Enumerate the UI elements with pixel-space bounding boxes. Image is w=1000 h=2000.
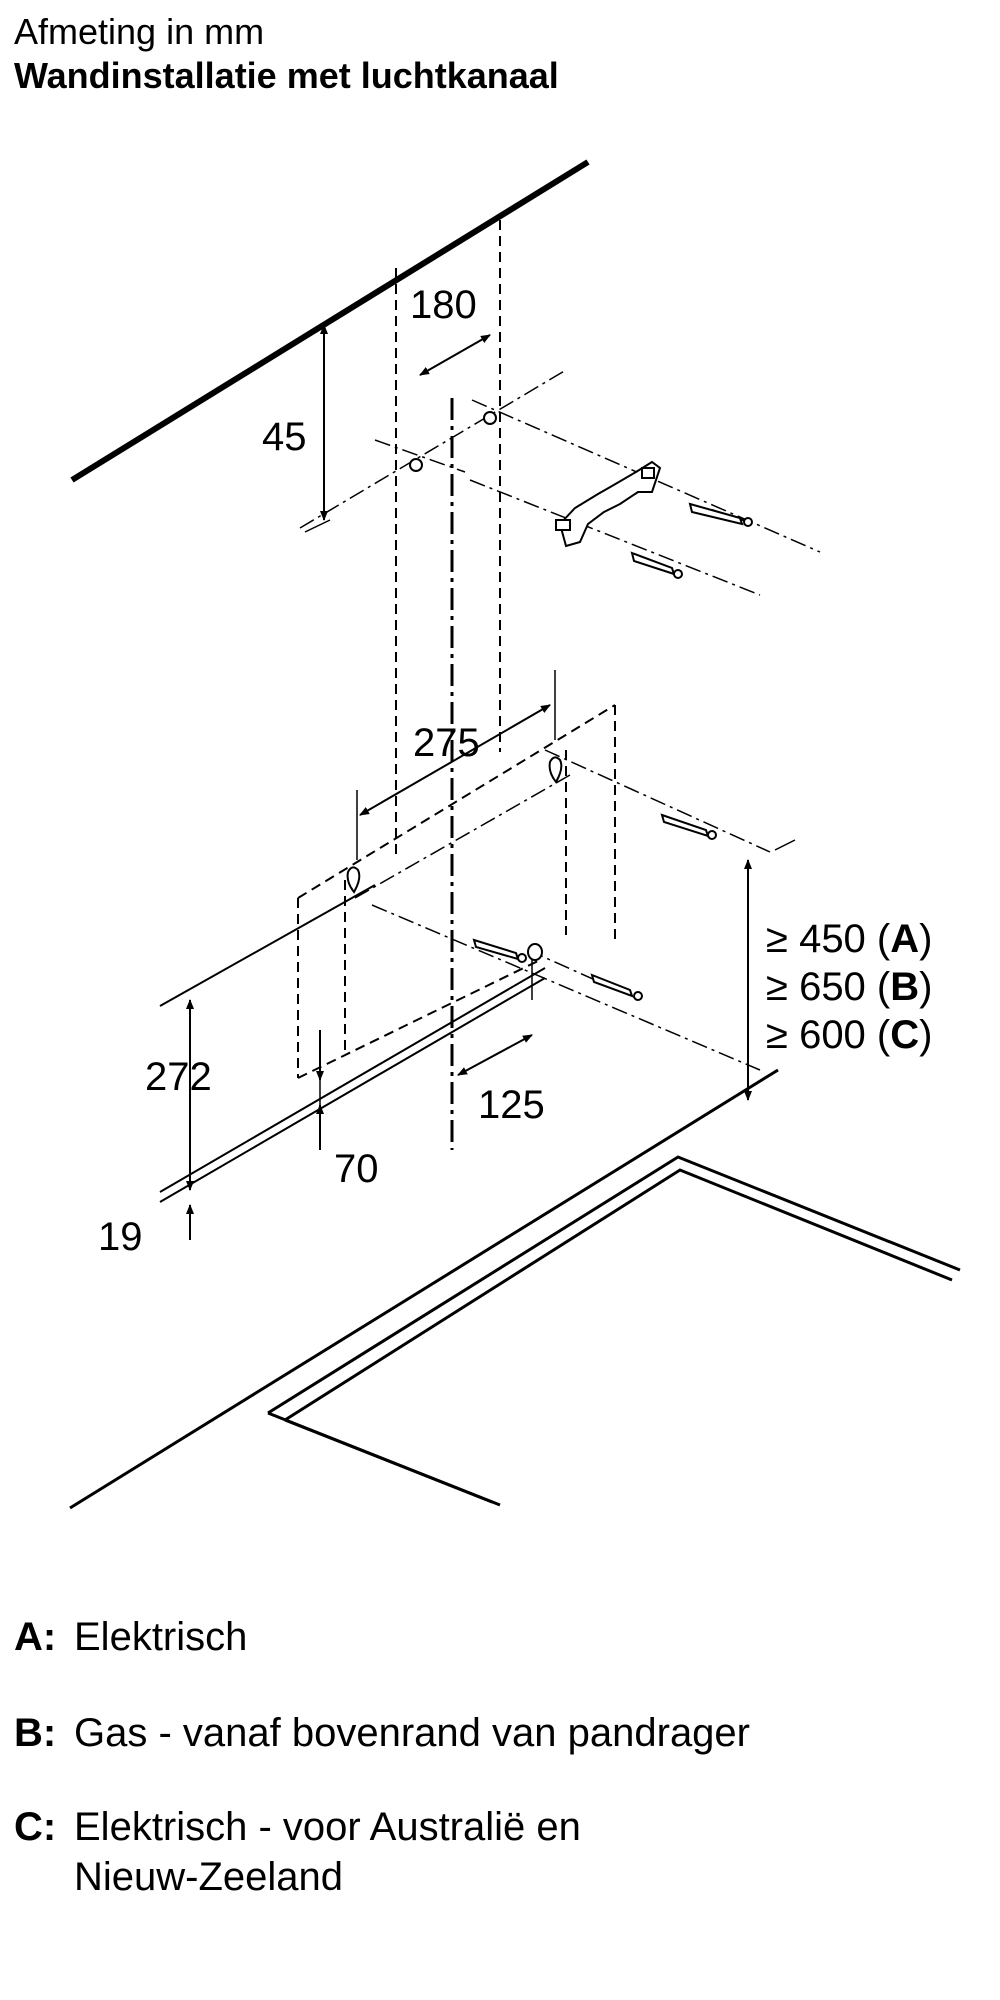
legend-item-c: C: Elektrisch - voor Australië en Nieuw-… [14, 1802, 634, 1902]
legend-item-b: B: Gas - vanaf bovenrand van pandrager [14, 1708, 954, 1758]
dim-125-label: 125 [478, 1083, 545, 1127]
dim-275-label: 275 [413, 721, 480, 765]
dimension-arrows [186, 324, 752, 1240]
upper-mounting-plane [299, 369, 821, 596]
wall-bracket [555, 460, 662, 548]
legend-text: Elektrisch - voor Australië en Nieuw-Zee… [74, 1805, 581, 1899]
clearance-b: ≥ 650 (B) [766, 965, 932, 1009]
lower-mounting-plane [354, 749, 771, 1071]
dim-45-label: 45 [262, 415, 307, 459]
legend-item-a: A: Elektrisch [14, 1612, 954, 1662]
dim-180-arrow [419, 334, 491, 376]
dim-275-arrow [359, 704, 551, 816]
clearance-labels: ≥ 450 (A) ≥ 650 (B) ≥ 600 (C) [766, 917, 932, 1057]
extension-lines [304, 519, 796, 1110]
legend-key: B: [14, 1711, 57, 1755]
clearance-c: ≥ 600 (C) [766, 1013, 932, 1057]
upper-screws [409, 411, 753, 579]
dim-70-label: 70 [334, 1147, 379, 1191]
legend-text: Elektrisch [74, 1615, 248, 1659]
hood-bottom [159, 884, 546, 1203]
lower-screws [346, 756, 717, 1001]
legend-text: Gas - vanaf bovenrand van pandrager [74, 1711, 750, 1755]
dim-19-label: 19 [98, 1215, 143, 1259]
clearance-a: ≥ 450 (A) [766, 917, 932, 961]
worktop [69, 1068, 961, 1510]
units-subtitle: Afmeting in mm [14, 11, 265, 52]
installation-title: Wandinstallatie met luchtkanaal [14, 55, 559, 96]
header: Afmeting in mm Wandinstallatie met lucht… [14, 10, 559, 98]
dim-125-arrow [457, 1034, 533, 1076]
dim-180-label: 180 [410, 283, 477, 327]
dim-272-label: 272 [145, 1055, 212, 1099]
legend-key: C: [14, 1805, 57, 1849]
legend-key: A: [14, 1615, 57, 1659]
ceiling-line [70, 159, 590, 483]
